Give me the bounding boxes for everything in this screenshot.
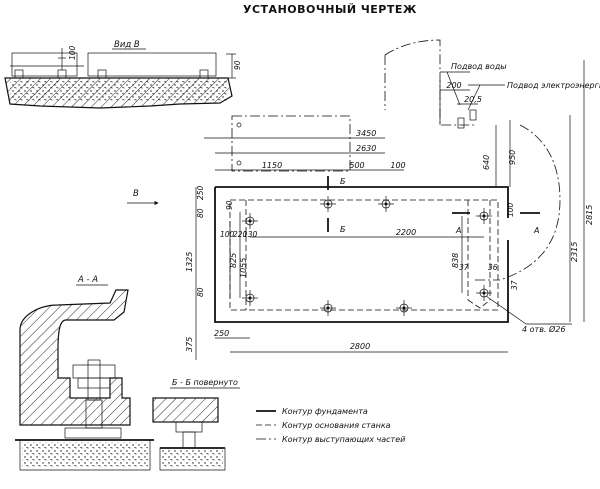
dim-2315: 2315 — [570, 242, 579, 262]
arrow-b-label: В — [133, 189, 139, 199]
section-bb-label: Б - Б повернуто — [172, 378, 238, 387]
dim-3450: 3450 — [356, 129, 376, 138]
dim-200: 200 — [446, 81, 461, 90]
anchor-hole — [320, 300, 336, 316]
legend: Контур фундамента Контур основания станк… — [256, 407, 405, 444]
holes-callout: 4 отв. Ø26 — [522, 324, 565, 334]
dim-950: 950 — [508, 150, 517, 165]
anchor-hole — [242, 213, 258, 229]
view-b-dim-90: 90 — [233, 60, 242, 70]
dim-37-right: 37 — [510, 280, 519, 290]
dim-2200: 2200 — [396, 228, 416, 237]
dim-36: 36 — [488, 263, 498, 272]
dim-1150: 1150 — [262, 161, 282, 170]
water-supply-callout: Подвод воды — [451, 62, 507, 71]
dim-left-250: 250 — [196, 185, 205, 200]
section-b-bottom: Б — [340, 225, 346, 234]
dim-825: 825 — [229, 253, 238, 268]
legend-item-foundation: Контур фундамента — [282, 407, 368, 416]
anchor-hole — [378, 196, 394, 212]
dim-838: 838 — [451, 253, 460, 268]
dim-left-90: 90 — [225, 200, 234, 210]
dim-500: 500 — [349, 161, 364, 170]
dim-640: 640 — [482, 155, 491, 170]
anchor-hole — [476, 285, 492, 301]
anchor-hole — [242, 290, 258, 306]
dim-1055: 1055 — [239, 258, 248, 278]
section-b-b: Б - Б повернуто — [152, 378, 240, 471]
section-b-top: Б — [340, 177, 346, 186]
dim-left-130: 130 — [243, 230, 258, 239]
dim-2815: 2815 — [585, 205, 594, 225]
dim-left-80-bottom: 80 — [196, 287, 205, 297]
dim-375: 375 — [185, 337, 194, 352]
plan-view: Подвод воды Подвод электроэнергии 200 20… — [127, 39, 600, 360]
view-b-dim-100: 100 — [68, 45, 77, 60]
dim-37: 37 — [459, 263, 469, 272]
section-a-right: А — [533, 226, 539, 235]
view-b: Вид В 100 90 — [4, 40, 242, 109]
anchor-hole — [396, 300, 412, 316]
section-aa-label: А - А — [77, 275, 98, 285]
anchor-hole — [320, 196, 336, 212]
dim-1325: 1325 — [185, 252, 194, 272]
drawing-title: УСТАНОВОЧНЫЙ ЧЕРТЕЖ — [243, 3, 417, 16]
legend-item-protruding-parts: Контур выступающих частей — [282, 435, 405, 444]
dim-250: 250 — [214, 329, 229, 338]
dim-100-right: 100 — [506, 202, 515, 217]
power-supply-callout: Подвод электроэнергии — [507, 81, 600, 90]
dim-20-5: 20,5 — [464, 95, 482, 104]
dim-2630: 2630 — [356, 144, 376, 153]
section-a-a: А - А — [15, 275, 154, 471]
dim-2800: 2800 — [350, 342, 370, 351]
dim-100: 100 — [390, 161, 405, 170]
dim-left-80: 80 — [196, 208, 205, 218]
legend-item-machine-base: Контур основания станка — [282, 421, 391, 430]
dim-left-100: 100 — [220, 230, 235, 239]
view-b-label: Вид В — [114, 40, 140, 50]
anchor-hole — [476, 208, 492, 224]
section-a-left: А — [455, 226, 461, 235]
